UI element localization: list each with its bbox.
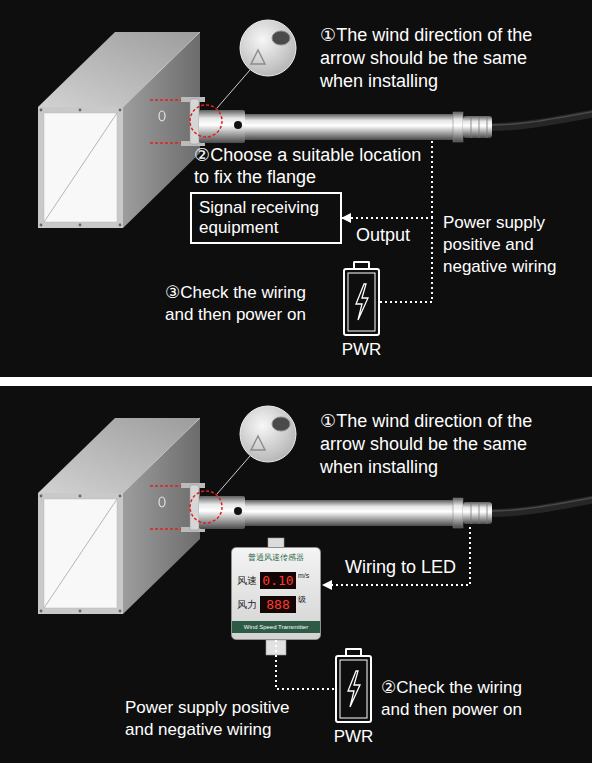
step-note: ③Check the wiring and then power on bbox=[165, 282, 330, 326]
receiver-box: Signal receiving equipment bbox=[190, 192, 342, 245]
battery-inner bbox=[340, 660, 367, 718]
lightning-symbol bbox=[348, 671, 360, 707]
step-note: ②Check the wiring and then power on bbox=[381, 677, 551, 721]
battery-outline bbox=[337, 657, 370, 721]
step-note: ①The wind direction of the arrow should … bbox=[320, 24, 570, 93]
led-wire bbox=[323, 527, 470, 585]
device-gland bbox=[266, 640, 286, 655]
signal-wire bbox=[431, 141, 433, 218]
unit-label: 级 bbox=[298, 595, 306, 605]
wiring-note: Power supply positive and negative wirin… bbox=[125, 697, 315, 741]
wire-connector bbox=[342, 218, 432, 302]
display-label: 风力 bbox=[237, 599, 257, 611]
battery-cap bbox=[353, 261, 370, 268]
led-reading: 0.10 bbox=[260, 572, 296, 589]
step-note: ①The wind direction of the arrow should … bbox=[320, 410, 570, 479]
led-reading: 888 bbox=[260, 596, 296, 613]
device-band: Wind Speed Transmitter bbox=[232, 621, 320, 633]
step-note: ②Choose a suitable location to fix the f… bbox=[194, 145, 429, 188]
battery-symbol: PWR bbox=[343, 268, 380, 336]
unit-label: m/s bbox=[298, 571, 309, 580]
lightning-symbol bbox=[356, 284, 368, 320]
wiring-note: Power supply positive and negative wirin… bbox=[443, 212, 583, 277]
box-label: Signal receiving equipment bbox=[199, 198, 333, 239]
display-label: 风速 bbox=[237, 575, 257, 587]
battery-inner bbox=[348, 273, 375, 331]
battery-outline bbox=[345, 270, 378, 334]
power-label: PWR bbox=[334, 727, 374, 747]
device-title: 普通风速传感器 bbox=[232, 553, 320, 563]
battery-symbol: PWR bbox=[335, 655, 372, 723]
signal-name: Wiring to LED bbox=[345, 556, 456, 579]
wind-speed-transmitter: 普通风速传感器风速0.10m/s 风力888级 Wind Speed Transmi… bbox=[231, 547, 321, 640]
power-label: PWR bbox=[342, 340, 382, 360]
battery-cap bbox=[345, 648, 362, 655]
wire-connector bbox=[276, 640, 335, 689]
signal-name: Output bbox=[356, 224, 410, 247]
